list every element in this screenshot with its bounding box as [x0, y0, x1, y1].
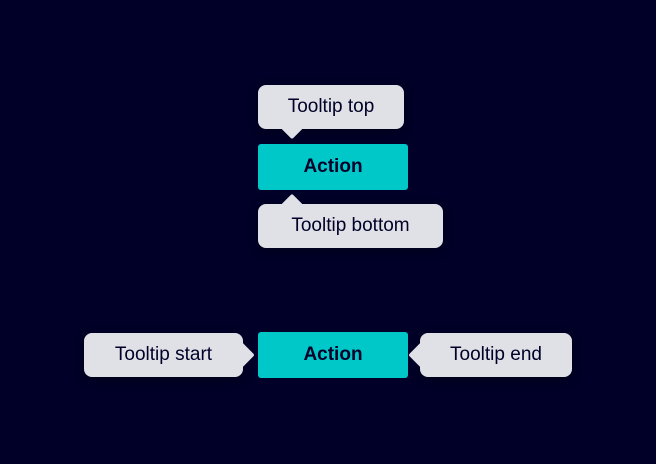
action-button-bottom-label: Action [303, 344, 363, 365]
tooltip-end: Tooltip end [408, 333, 572, 377]
tooltip-start: Tooltip start [84, 333, 255, 377]
tooltip-top-label: Tooltip top [287, 96, 375, 117]
tooltip-bottom: Tooltip bottom [258, 193, 443, 248]
action-button-top-label: Action [303, 156, 363, 177]
tooltip-arrow-left-icon [408, 342, 434, 368]
tooltip-arrow-right-icon [229, 342, 255, 368]
tooltip-bottom-label: Tooltip bottom [291, 215, 410, 236]
tooltip-end-label: Tooltip end [450, 344, 542, 365]
tooltip-arrow-up-icon [280, 193, 304, 217]
tooltip-start-label: Tooltip start [114, 344, 213, 365]
action-button-top[interactable]: Action [258, 144, 408, 190]
action-button-bottom[interactable]: Action [258, 332, 408, 378]
tooltip-top: Tooltip top [258, 85, 404, 140]
tooltip-arrow-down-icon [280, 116, 304, 140]
